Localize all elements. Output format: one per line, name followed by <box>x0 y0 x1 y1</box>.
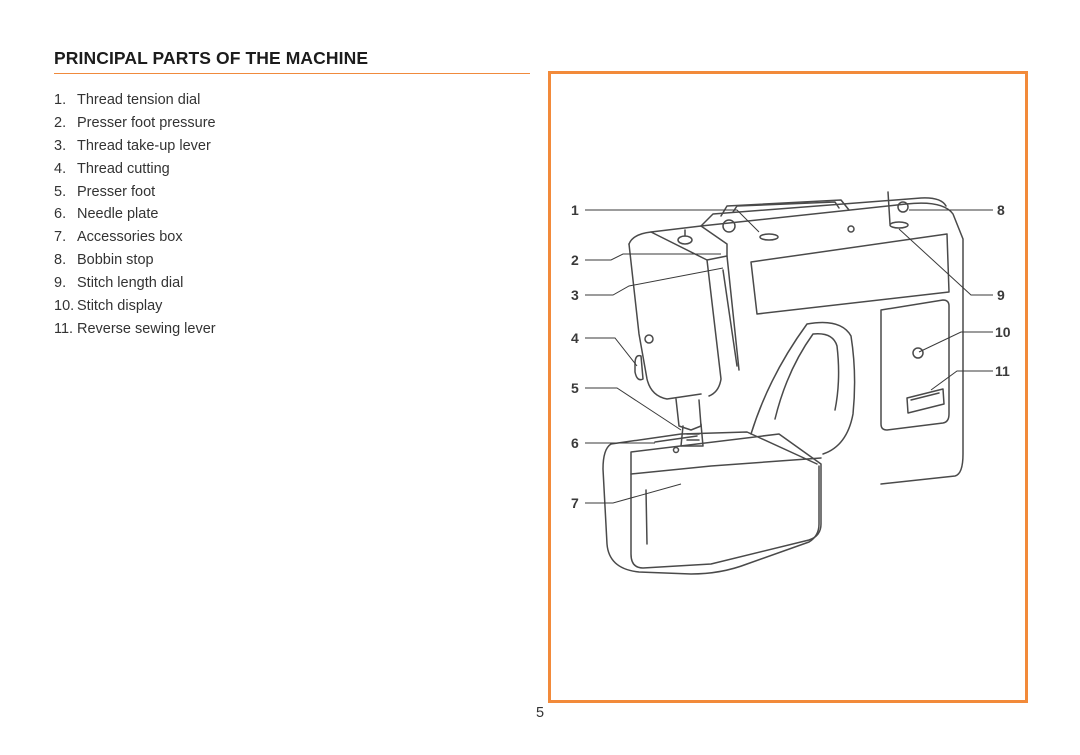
list-item: 7. Accessories box <box>54 226 216 249</box>
item-label: Reverse sewing lever <box>77 320 216 337</box>
item-label: Needle plate <box>77 206 159 223</box>
parts-list: 1. Thread tension dial 2. Presser foot pre… <box>54 89 216 341</box>
item-number: 9. <box>54 275 67 292</box>
item-label: Accessories box <box>77 229 183 246</box>
list-item: 6. Needle plate <box>54 203 216 226</box>
item-label: Presser foot <box>77 183 156 200</box>
callout-5: 5 <box>571 380 579 396</box>
item-label: Stitch length dial <box>77 275 184 292</box>
item-number: 6. <box>54 206 67 223</box>
list-item: 9. Stitch length dial <box>54 272 216 295</box>
callout-3: 3 <box>571 287 579 303</box>
item-number: 8. <box>54 252 67 269</box>
list-item: 2. Presser foot pressure <box>54 112 216 135</box>
callout-1: 1 <box>571 202 579 218</box>
list-item: 3. Thread take-up lever <box>54 135 216 158</box>
list-item: 1. Thread tension dial <box>54 89 216 112</box>
item-number: 2. <box>54 114 67 131</box>
list-item: 11.Reverse sewing lever <box>54 318 216 341</box>
callout-9: 9 <box>997 287 1005 303</box>
item-label: Thread cutting <box>77 160 170 177</box>
item-label: Stitch display <box>77 298 163 315</box>
page-number: 5 <box>535 705 545 721</box>
callout-7: 7 <box>571 495 579 511</box>
callout-10: 10 <box>995 324 1011 340</box>
list-item: 4. Thread cutting <box>54 158 216 181</box>
sewing-machine-illustration: 1 2 3 4 5 6 7 8 9 10 11 <box>571 191 1011 575</box>
machine-figure-frame: 1 2 3 4 5 6 7 8 9 10 11 <box>548 71 1028 703</box>
item-number: 3. <box>54 137 67 154</box>
item-label: Bobbin stop <box>77 252 154 269</box>
callout-2: 2 <box>571 252 579 268</box>
item-number: 1. <box>54 92 67 108</box>
item-number: 7. <box>54 229 67 246</box>
callout-11: 11 <box>995 363 1010 379</box>
page-title: PRINCIPAL PARTS OF THE MACHINE <box>54 48 369 68</box>
item-label: Presser foot pressure <box>77 114 216 131</box>
callout-6: 6 <box>571 435 579 451</box>
callout-8: 8 <box>997 202 1005 218</box>
item-number: 4. <box>54 160 67 177</box>
item-label: Thread tension dial <box>77 92 201 108</box>
list-item: 8. Bobbin stop <box>54 249 216 272</box>
item-number: 11. <box>54 320 74 337</box>
title-underline <box>54 73 530 74</box>
item-number: 10. <box>54 298 75 315</box>
item-label: Thread take-up lever <box>77 137 211 154</box>
list-item: 5. Presser foot <box>54 181 216 204</box>
item-number: 5. <box>54 183 67 200</box>
callout-4: 4 <box>571 330 579 346</box>
list-item: 10.Stitch display <box>54 295 216 318</box>
